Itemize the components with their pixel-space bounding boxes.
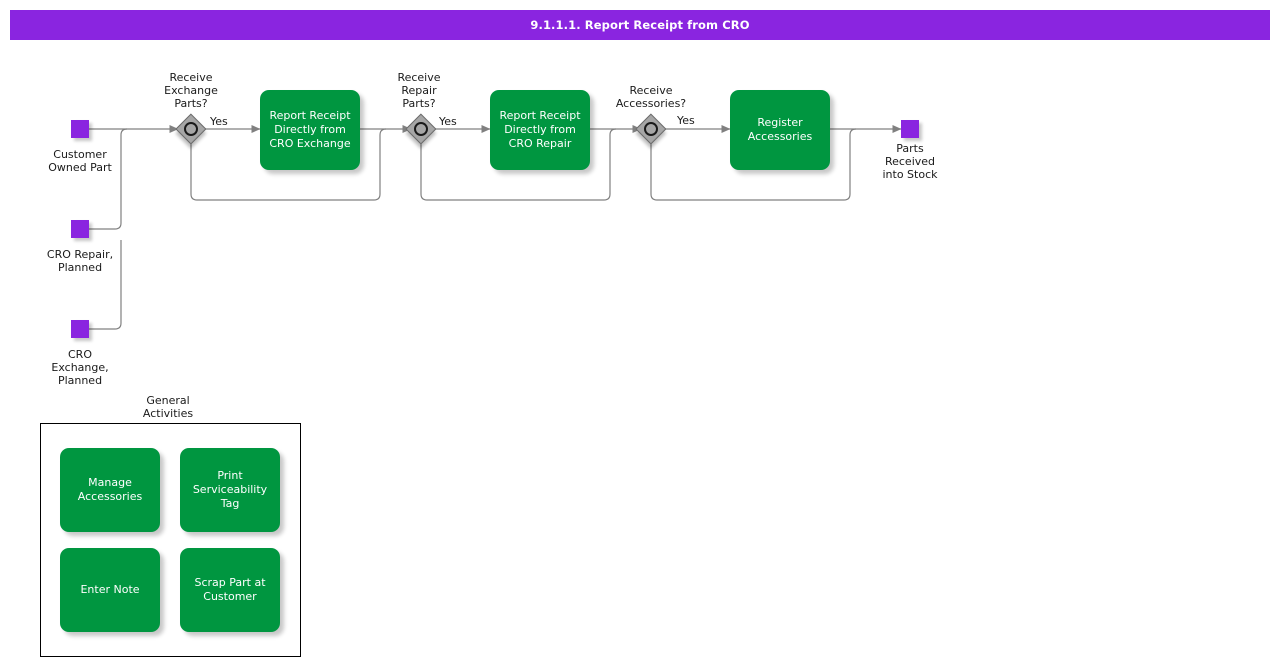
start-event-cro-exchange-planned[interactable] bbox=[71, 320, 89, 338]
task-enter-note[interactable]: Enter Note bbox=[60, 548, 160, 632]
page-title: 9.1.1.1. Report Receipt from CRO bbox=[530, 18, 750, 32]
gateway-receive-exchange-parts-label: Receive Exchange Parts? bbox=[164, 71, 218, 110]
flow-label-gw3-yes: Yes bbox=[677, 114, 695, 127]
flow-label-gw1-yes: Yes bbox=[210, 115, 228, 128]
gateway-receive-repair-parts[interactable] bbox=[405, 113, 437, 145]
flow-label-gw2-yes: Yes bbox=[439, 115, 457, 128]
page-title-bar: 9.1.1.1. Report Receipt from CRO bbox=[10, 10, 1270, 40]
task-report-receipt-directly-from-cro-exchange[interactable]: Report Receipt Directly from CRO Exchang… bbox=[260, 90, 360, 170]
end-event-parts-received-into-stock[interactable] bbox=[901, 120, 919, 138]
gateway-receive-repair-parts-label: Receive Repair Parts? bbox=[397, 71, 441, 110]
gateway-receive-exchange-parts[interactable] bbox=[175, 113, 207, 145]
start-event-cro-exchange-planned-label: CRO Exchange, Planned bbox=[51, 348, 109, 387]
start-event-customer-owned-part-label: Customer Owned Part bbox=[48, 148, 112, 174]
start-event-customer-owned-part[interactable] bbox=[71, 120, 89, 138]
general-activities-label: General Activities bbox=[142, 394, 194, 420]
task-scrap-part-at-customer[interactable]: Scrap Part at Customer bbox=[180, 548, 280, 632]
general-activities-group bbox=[40, 423, 301, 657]
task-report-receipt-directly-from-cro-repair[interactable]: Report Receipt Directly from CRO Repair bbox=[490, 90, 590, 170]
task-manage-accessories[interactable]: Manage Accessories bbox=[60, 448, 160, 532]
task-register-accessories[interactable]: Register Accessories bbox=[730, 90, 830, 170]
start-event-cro-repair-planned[interactable] bbox=[71, 220, 89, 238]
task-print-serviceability-tag[interactable]: Print Serviceability Tag bbox=[180, 448, 280, 532]
gateway-receive-accessories-label: Receive Accessories? bbox=[615, 84, 687, 110]
end-event-parts-received-into-stock-label: Parts Received into Stock bbox=[882, 142, 938, 181]
flow-start2-riser bbox=[89, 128, 128, 230]
event-based-gateway-ring-icon bbox=[184, 122, 198, 136]
gateway-receive-accessories[interactable] bbox=[635, 113, 667, 145]
event-based-gateway-ring-icon bbox=[644, 122, 658, 136]
event-based-gateway-ring-icon bbox=[414, 122, 428, 136]
start-event-cro-repair-planned-label: CRO Repair, Planned bbox=[46, 248, 114, 274]
